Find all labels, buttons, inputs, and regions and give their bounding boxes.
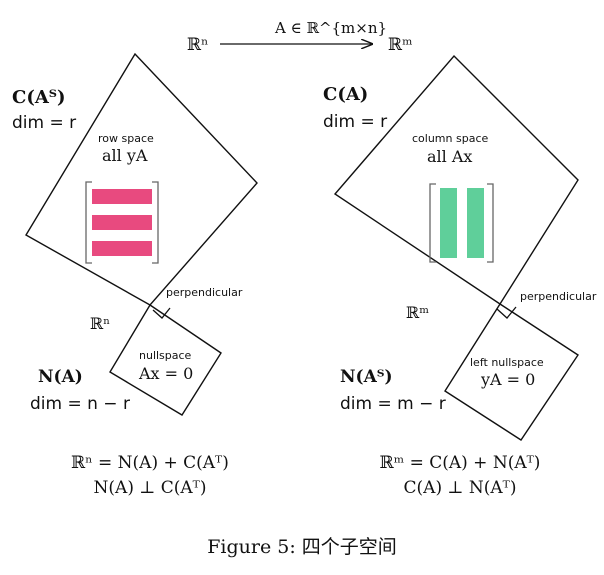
row-bar-2 — [92, 215, 152, 230]
row-matrix-right-bracket — [152, 181, 159, 264]
nullspace-box — [109, 304, 222, 416]
row-bar-3 — [92, 241, 152, 256]
left-C-label: C(Aᵀ) — [12, 87, 66, 108]
right-dim-label: dim = r — [323, 112, 387, 132]
right-C-label: C(A) — [323, 84, 368, 105]
column-space-box — [333, 54, 579, 305]
nullspace-caption: nullspace — [139, 349, 192, 362]
column-bar-2 — [467, 188, 484, 258]
left-nullspace-caption: left nullspace — [470, 356, 544, 369]
row-matrix-left-bracket — [85, 181, 92, 264]
right-perpendicular-label: perpendicular — [520, 290, 597, 303]
right-null-dim-label: dim = m − r — [340, 394, 446, 414]
figure-caption: Figure 5: 四个子空间 — [207, 536, 397, 558]
left-perpendicular-label: perpendicular — [166, 286, 243, 299]
row-space-all-label: all yA — [102, 146, 148, 165]
right-sum-equation: ℝᵐ = C(A) + N(Aᵀ) — [380, 453, 541, 473]
column-space-caption: column space — [412, 132, 488, 145]
right-right-angle-marker — [496, 306, 517, 319]
right-perp-equation: C(A) ⊥ N(Aᵀ) — [404, 478, 517, 498]
left-null-dim-label: dim = n − r — [30, 394, 130, 414]
row-bar-1 — [92, 189, 152, 204]
left-perp-equation: N(A) ⊥ C(Aᵀ) — [94, 478, 207, 498]
left-nullspace-box — [444, 303, 579, 441]
column-matrix-left-bracket — [429, 183, 436, 263]
left-nullspace-equation: yA = 0 — [480, 370, 535, 389]
column-space-all-label: all Ax — [427, 147, 472, 166]
left-right-angle-marker — [152, 307, 171, 319]
right-N-label: N(Aᵀ) — [340, 367, 393, 387]
row-space-caption: row space — [98, 132, 154, 145]
codomain-label: ℝᵐ — [388, 35, 413, 55]
right-space-label: ℝᵐ — [406, 303, 429, 322]
four-subspaces-diagram: ℝⁿ A ∈ ℝ^{m×n} ℝᵐ C(Aᵀ) dim = r row spac… — [12, 19, 597, 498]
column-bar-1 — [440, 188, 457, 258]
nullspace-equation: Ax = 0 — [138, 364, 193, 383]
domain-label: ℝⁿ — [187, 35, 208, 55]
left-sum-equation: ℝⁿ = N(A) + C(Aᵀ) — [71, 453, 229, 473]
map-label: A ∈ ℝ^{m×n} — [274, 19, 387, 37]
column-matrix-right-bracket — [487, 183, 494, 263]
left-N-label: N(A) — [38, 367, 83, 387]
left-space-label: ℝⁿ — [90, 314, 110, 333]
left-dim-label: dim = r — [12, 113, 76, 133]
